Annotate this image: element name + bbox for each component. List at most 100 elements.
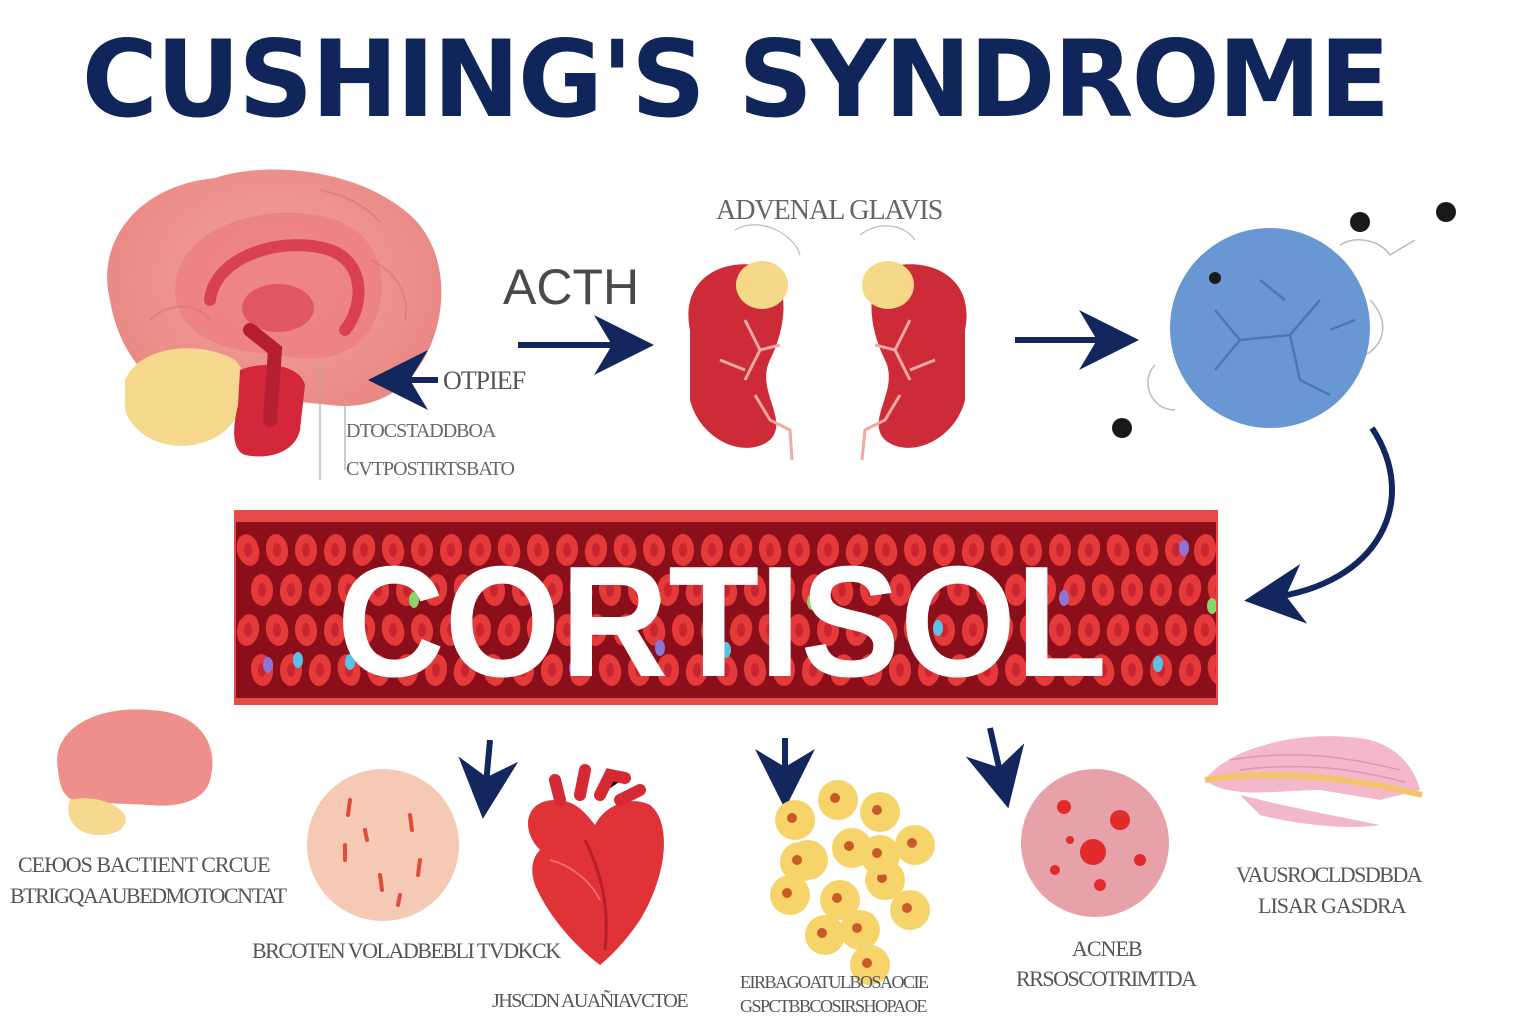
fat-cell-nucleus xyxy=(872,848,882,858)
red-blood-cell xyxy=(1207,654,1216,686)
acne-effect-caption-1: ACNEB xyxy=(1072,936,1143,961)
red-blood-cell-center xyxy=(461,583,469,597)
red-blood-cell-center xyxy=(244,623,252,637)
red-blood-cell-center xyxy=(505,543,513,557)
red-blood-cell-center xyxy=(679,623,687,637)
red-blood-cell-center xyxy=(867,663,875,677)
blood-particle xyxy=(1207,598,1216,614)
fat-cell-nucleus xyxy=(852,923,862,933)
red-blood-cell-center xyxy=(621,623,629,637)
red-blood-cell-center xyxy=(708,623,716,637)
red-blood-cell-center xyxy=(1027,543,1035,557)
red-blood-cell-center xyxy=(969,623,977,637)
red-blood-cell-center xyxy=(766,623,774,637)
red-blood-cell-center xyxy=(258,583,266,597)
fat-cell-nucleus xyxy=(782,888,792,898)
red-blood-cell-center xyxy=(403,583,411,597)
red-blood-cell-center xyxy=(287,583,295,597)
red-blood-cell-center xyxy=(316,583,324,597)
red-blood-cell-center xyxy=(476,623,484,637)
cell-to-cortisol-arrow xyxy=(1244,426,1395,624)
red-blood-cell-center xyxy=(1114,543,1122,557)
pituitary-caption-2: CVTPOSTIRTSBATO xyxy=(346,458,515,480)
red-blood-cell-center xyxy=(751,663,759,677)
red-blood-cell-center xyxy=(374,663,382,677)
red-blood-cell-center xyxy=(1099,583,1107,597)
red-blood-cell-center xyxy=(635,663,643,677)
fat-cell-nucleus xyxy=(862,958,872,968)
red-blood-cell-center xyxy=(635,583,643,597)
brain-effect-caption-1: CЕЮOS BACTIENT CRCUE xyxy=(18,852,271,877)
effect-arrow-left xyxy=(458,739,519,819)
red-blood-cell-center xyxy=(519,663,527,677)
red-blood-cell-center xyxy=(447,623,455,637)
red-blood-cell-center xyxy=(563,623,571,637)
red-blood-cell-center xyxy=(389,623,397,637)
red-blood-cell xyxy=(1207,574,1216,606)
red-blood-cell-center xyxy=(737,543,745,557)
red-blood-cell-center xyxy=(389,543,397,557)
red-blood-cell-center xyxy=(563,543,571,557)
red-blood-cell-center xyxy=(1201,623,1209,637)
red-blood-cell-center xyxy=(287,663,295,677)
red-blood-cell-center xyxy=(824,543,832,557)
fat-cell-nucleus xyxy=(787,813,797,823)
blood-particle xyxy=(293,652,303,668)
brain-effect-icon xyxy=(57,709,213,836)
red-blood-cell-center xyxy=(940,543,948,557)
adrenal-glands-label: ADVENAL GLAVIS xyxy=(716,195,943,226)
red-blood-cell-center xyxy=(998,543,1006,557)
red-blood-cell-center xyxy=(1085,623,1093,637)
skin-effect-caption: BRCOTEN VOLADBEBLI TVDKCK xyxy=(252,938,561,963)
muscle-effect-icon xyxy=(1204,736,1423,827)
red-blood-cell-center xyxy=(476,543,484,557)
red-blood-cell-center xyxy=(679,543,687,557)
red-blood-cell-center xyxy=(1056,543,1064,557)
red-blood-cell-center xyxy=(519,583,527,597)
red-blood-cell-center xyxy=(1186,663,1194,677)
fat-cell-nucleus xyxy=(907,838,917,848)
red-blood-cell-center xyxy=(577,583,585,597)
red-blood-cell-center xyxy=(1114,623,1122,637)
fat-cell-nucleus xyxy=(877,873,887,883)
fat-cell-nucleus xyxy=(902,903,912,913)
red-blood-cell-center xyxy=(1027,623,1035,637)
blood-particle xyxy=(345,654,355,670)
blood-particle xyxy=(655,640,665,656)
acne-effect-caption-2: RRSOSCOTRIMTDA xyxy=(1016,966,1197,991)
red-blood-cell-center xyxy=(1143,623,1151,637)
blood-particle xyxy=(807,594,817,610)
red-blood-cell-center xyxy=(925,663,933,677)
red-blood-cell-center xyxy=(273,543,281,557)
target-cell-icon xyxy=(1112,202,1456,438)
red-blood-cell-center xyxy=(273,623,281,637)
red-blood-cell-center xyxy=(331,543,339,557)
blood-particle xyxy=(1153,656,1163,672)
red-blood-cell-center xyxy=(490,583,498,597)
red-blood-cell-center xyxy=(751,583,759,597)
muscle-effect-caption-2: LISAR GASDRA xyxy=(1258,893,1407,918)
pituitary-pointer-label: OTPIEF xyxy=(443,366,526,395)
fat-cell-nucleus xyxy=(830,793,840,803)
red-blood-cell-center xyxy=(1157,583,1165,597)
red-blood-cell-center xyxy=(534,543,542,557)
fat-cell-nucleus xyxy=(872,805,882,815)
blood-particle xyxy=(1179,540,1189,556)
red-blood-cell-center xyxy=(1056,623,1064,637)
fat-cells-icon xyxy=(770,780,935,985)
red-blood-cell-center xyxy=(853,623,861,637)
blood-particle xyxy=(721,642,731,658)
red-blood-cell-center xyxy=(1070,663,1078,677)
red-blood-cell-center xyxy=(693,663,701,677)
red-blood-cell-center xyxy=(650,543,658,557)
red-blood-cell-center xyxy=(867,583,875,597)
red-blood-cell-center xyxy=(1041,663,1049,677)
red-blood-cell-center xyxy=(722,583,730,597)
red-blood-cell-center xyxy=(360,543,368,557)
red-blood-cell-center xyxy=(983,583,991,597)
red-blood-cell-center xyxy=(1128,663,1136,677)
blood-particle xyxy=(933,620,943,636)
effect-arrow-right xyxy=(965,727,1025,809)
red-blood-cell-center xyxy=(548,663,556,677)
